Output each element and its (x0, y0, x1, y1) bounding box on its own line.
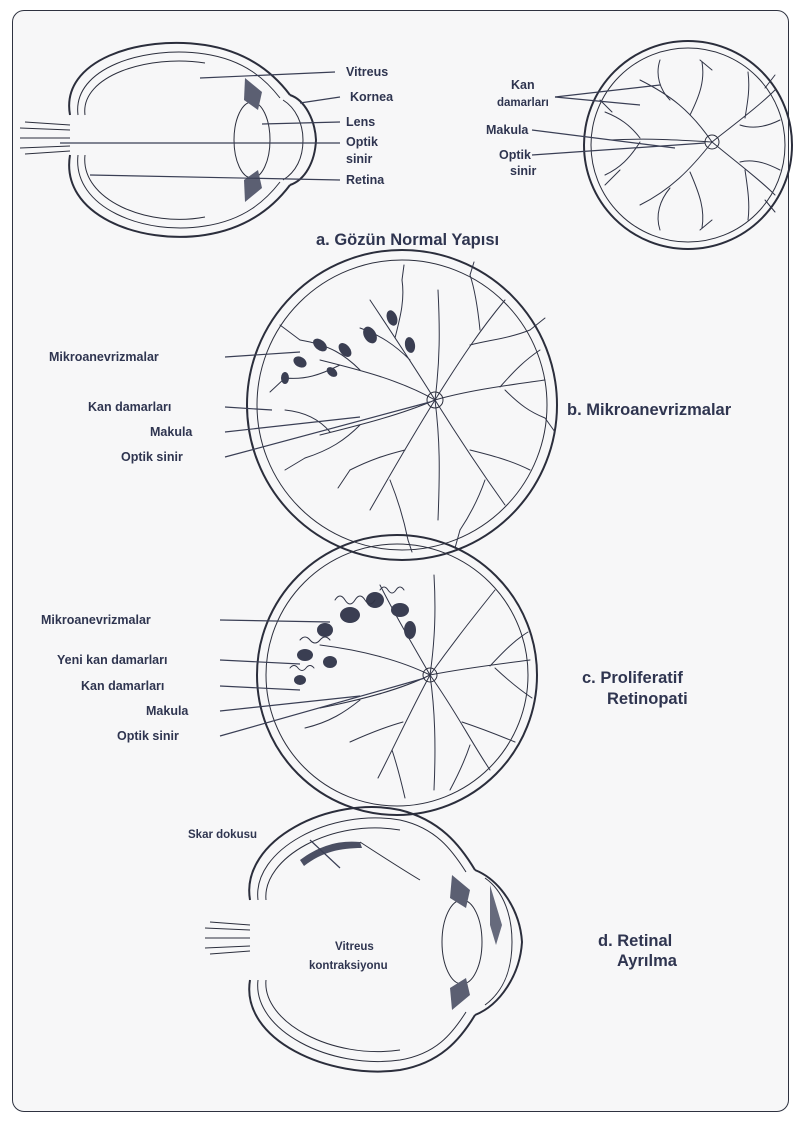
label-yeni-kan-damarlari: Yeni kan damarları (57, 653, 167, 667)
panel-b-fundus (225, 250, 557, 560)
label-retina: Retina (346, 173, 385, 187)
label-makula-c: Makula (146, 704, 189, 718)
label-optik-sinir-c: Optik sinir (117, 729, 179, 743)
label-kornea: Kornea (350, 90, 394, 104)
label-fundus-optik-1: Optik (499, 148, 531, 162)
label-lens: Lens (346, 115, 375, 129)
label-fundus-optik-2: sinir (510, 164, 537, 178)
label-kontraksiyonu: kontraksiyonu (309, 960, 388, 972)
label-damarlari: damarları (497, 97, 549, 109)
caption-c-1: c. Proliferatif (582, 669, 683, 687)
panel-b-labels: Mikroanevrizmalar Kan damarları Makula O… (49, 350, 732, 464)
label-vitreus-d: Vitreus (335, 941, 374, 953)
caption-d-1: d. Retinal (598, 932, 672, 950)
panel-c-fundus (220, 535, 537, 815)
panel-c-labels: Mikroanevrizmalar Yeni kan damarları Kan… (41, 613, 688, 743)
caption-c-2: Retinopati (607, 690, 688, 708)
caption-a: a. Gözün Normal Yapısı (316, 231, 499, 249)
label-kan-damarlari-c: Kan damarları (81, 679, 164, 693)
label-mikroanevrizmalar-c: Mikroanevrizmalar (41, 613, 151, 627)
label-skar-dokusu: Skar dokusu (188, 829, 257, 841)
label-optik-sinir-2: sinir (346, 152, 373, 166)
label-mikroanevrizmalar-b: Mikroanevrizmalar (49, 350, 159, 364)
panel-d-side-eye (205, 807, 522, 1071)
label-vitreus: Vitreus (346, 65, 388, 79)
panel-a-fundus (532, 41, 792, 249)
panel-d-labels: Skar dokusu Vitreus kontraksiyonu d. Ret… (188, 829, 678, 972)
label-optik-sinir-b: Optik sinir (121, 450, 183, 464)
panel-a-side-labels: Vitreus Kornea Lens Optik sinir Retina (346, 65, 394, 187)
label-kan-damarlari-b: Kan damarları (88, 400, 171, 414)
label-kan-1: Kan (511, 78, 535, 92)
label-makula-a: Makula (486, 123, 529, 137)
panel-a-side-eye (20, 43, 340, 237)
caption-b: b. Mikroanevrizmalar (567, 401, 732, 419)
caption-d-2: Ayrılma (617, 952, 678, 970)
label-optik-sinir-1: Optik (346, 135, 378, 149)
label-makula-b: Makula (150, 425, 193, 439)
